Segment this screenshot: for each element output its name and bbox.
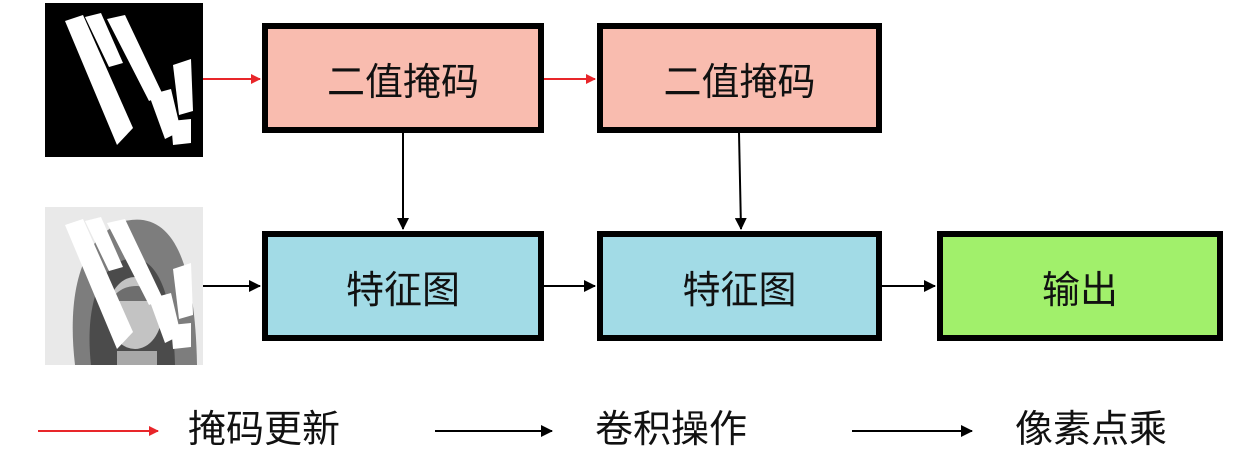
mask-box-1-label: 二值掩码 <box>326 59 479 104</box>
masked-face-photo <box>45 207 203 365</box>
arrow-mask2-to-feat2 <box>734 132 747 230</box>
mask-box-2: 二值掩码 <box>597 23 882 133</box>
legend-label-convolution: 卷积操作 <box>595 407 748 451</box>
legend-label-pixel-multiply: 像素点乘 <box>1015 407 1168 451</box>
feature-box-2: 特征图 <box>597 231 882 341</box>
mask-box-2-label: 二值掩码 <box>663 59 816 104</box>
output-box-label: 输出 <box>1041 267 1118 312</box>
feature-box-1: 特征图 <box>262 231 544 341</box>
feature-box-1-label: 特征图 <box>345 267 460 312</box>
legend-label-mask-update: 掩码更新 <box>188 407 341 451</box>
mask-box-1: 二值掩码 <box>262 23 544 133</box>
feature-box-2-label: 特征图 <box>682 267 797 312</box>
binary-mask-image <box>45 3 203 157</box>
output-box: 输出 <box>937 231 1223 341</box>
